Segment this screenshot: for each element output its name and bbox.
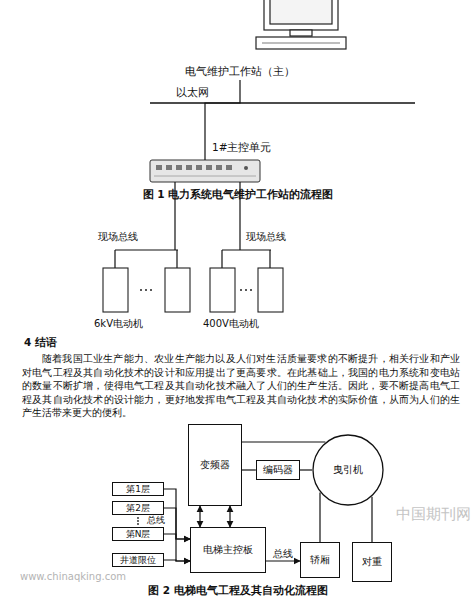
limit-box: 井道限位: [112, 553, 164, 567]
edge-label: 总线: [273, 548, 293, 560]
ethernet-line: [150, 102, 415, 104]
connector: [242, 441, 325, 442]
node-text: 第N层: [126, 529, 151, 539]
section-heading: 4 结语: [24, 336, 57, 348]
connector: [164, 534, 190, 561]
motor-label: 6kV电动机: [94, 318, 143, 330]
watermark: 中国期刊网: [396, 506, 471, 523]
computer-icon: [256, 0, 346, 49]
connector: [242, 469, 256, 470]
bus-label: 现场总线: [246, 231, 286, 243]
motor-symbol: [103, 268, 283, 312]
node-text: 轿厢: [310, 554, 330, 566]
connector: [229, 506, 230, 527]
figure-caption: 图 2 电梯电气工程及其自动化流程图: [0, 584, 476, 596]
counterweight-box: 对重: [352, 542, 392, 582]
node-text: 对重: [362, 556, 382, 568]
floor-box: 第2层: [112, 501, 164, 515]
inverter-box: 变频器: [188, 424, 242, 506]
floor-box: 第1层: [112, 482, 164, 496]
network-label: 以太网: [176, 86, 209, 98]
floor-box: 第N层: [112, 527, 164, 541]
body-paragraph: 随着我国工业生产能力、农业生产能力以及人们对生活质量要求的不断提升，相关行业和产…: [22, 352, 460, 420]
node-text: 曳引机: [333, 464, 363, 476]
traction-machine-circle: 曳引机: [312, 434, 384, 506]
figure-caption: 图 1 电力系统电气维护工作站的流程图: [0, 188, 476, 200]
node-text: 1#主控单元: [212, 141, 271, 153]
node-text: 电气维护工作站（主）: [185, 65, 295, 77]
connector: [371, 497, 372, 542]
watermark: www.chinaqking.com: [20, 571, 126, 583]
connector: [164, 560, 190, 561]
encoder-box: 编码器: [256, 460, 300, 480]
car-box: 轿厢: [300, 542, 340, 578]
workstation-node: 电气维护工作站（主）: [178, 62, 302, 80]
node-text: 编码器: [263, 464, 293, 476]
connector: [300, 469, 312, 470]
node-text: 井道限位: [120, 555, 156, 565]
main-board-box: 电梯主控板: [190, 527, 266, 573]
node-text: 第2层: [126, 503, 150, 513]
connector: [319, 493, 320, 542]
node-text: 变频器: [200, 459, 230, 471]
connector: [199, 506, 200, 527]
connector: [164, 489, 190, 539]
control-unit-node: 1#主控单元: [150, 160, 260, 182]
motor-label: 400V电动机: [203, 318, 259, 330]
switch-symbol: [150, 160, 260, 182]
node-text: 电梯主控板: [203, 544, 253, 556]
connector: [266, 560, 300, 561]
node-text: 第1层: [126, 484, 150, 494]
bus-label: 现场总线: [98, 231, 138, 243]
bus-label: 总线: [147, 515, 165, 525]
